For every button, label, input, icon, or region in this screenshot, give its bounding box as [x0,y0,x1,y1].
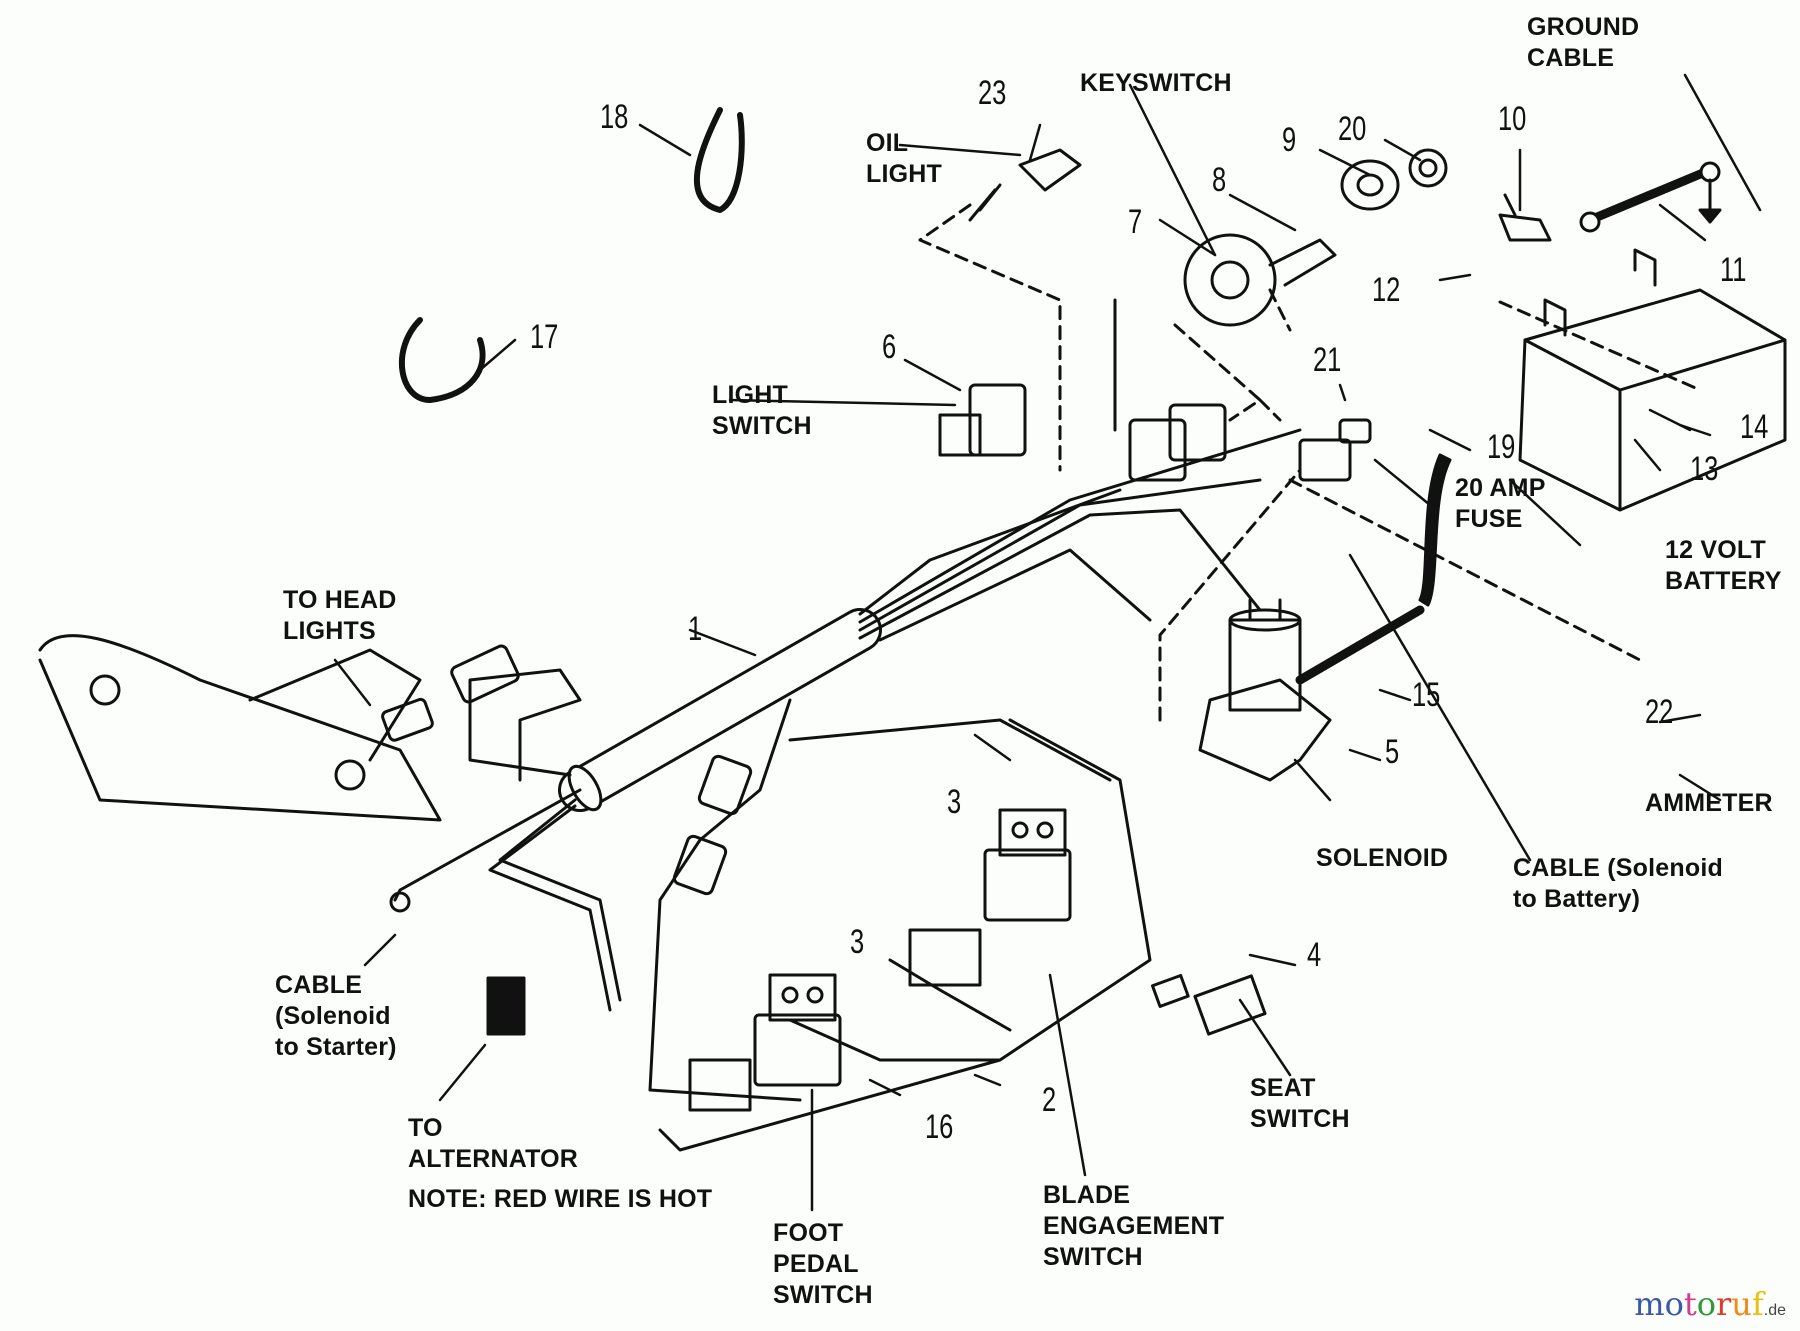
label-note-red-wire: NOTE: RED WIRE IS HOT [408,1185,713,1213]
label-solenoid: SOLENOID [1316,844,1449,872]
callout-21: 21 [1313,341,1342,379]
main-harness [38,428,1302,1152]
callout-19: 19 [1487,428,1516,466]
watermark-letter: m [1634,1285,1665,1323]
callout-3-blade: 3 [947,783,962,821]
label-12-volt-battery: 12 VOLT BATTERY [1665,536,1782,595]
callout-10: 10 [1498,100,1527,138]
switch-parts [688,808,1267,1112]
callout-14: 14 [1740,408,1769,446]
callout-2: 2 [1042,1081,1057,1119]
callout-6: 6 [882,328,897,366]
label-ammeter: AMMETER [1645,789,1773,817]
watermark-letter: r [1716,1285,1732,1323]
label-foot-pedal-switch: FOOT PEDAL SWITCH [773,1219,873,1309]
callout-9: 9 [1282,121,1297,159]
label-light-switch: LIGHT SWITCH [712,381,812,440]
callout-17: 17 [530,318,559,356]
watermark-letter: u [1731,1285,1752,1323]
label-blade-engagement-switch: BLADE ENGAGEMENT SWITCH [1043,1181,1225,1271]
callout-1: 1 [688,610,703,648]
callout-4: 4 [1307,936,1322,974]
callout-16: 16 [925,1108,954,1146]
watermark-letter: o [1696,1285,1716,1323]
callout-18: 18 [600,98,629,136]
callout-5: 5 [1385,733,1400,771]
callout-11: 11 [1720,251,1747,289]
label-cable-solenoid-to-battery: CABLE (Solenoid to Battery) [1513,854,1723,913]
label-oil-light: OIL LIGHT [866,129,942,188]
label-to-head-lights: TO HEAD LIGHTS [283,586,397,645]
watermark-text: motoruf [1634,1285,1763,1323]
watermark-letter: f [1751,1285,1764,1323]
callout-15: 15 [1412,676,1441,714]
label-to-alternator: TO ALTERNATOR [408,1114,579,1173]
callout-12: 12 [1372,271,1401,309]
misc-parts [398,107,1292,472]
callout-20: 20 [1338,110,1367,148]
watermark-logo: motoruf.de [1634,1285,1786,1323]
battery-part [1295,161,1787,685]
watermark-letter: t [1683,1285,1697,1323]
watermark-letter: o [1664,1285,1684,1323]
callout-7: 7 [1128,203,1143,241]
label-keyswitch: KEYSWITCH [1080,69,1232,97]
callout-8: 8 [1212,161,1227,199]
callout-23: 23 [978,74,1007,112]
solenoid-part [1158,468,1642,782]
callout-22: 22 [1645,693,1674,731]
label-ground-cable: GROUND CABLE [1527,13,1640,72]
callout-3-foot: 3 [850,923,865,961]
keyswitch-part [1128,148,1552,482]
callout-13: 13 [1690,450,1719,488]
watermark-suffix: .de [1763,1302,1786,1319]
label-cable-solenoid-to-starter: CABLE (Solenoid to Starter) [275,971,397,1061]
label-seat-switch: SEAT SWITCH [1250,1074,1350,1133]
leader-lines [333,73,1762,1212]
label-20-amp-fuse: 20 AMP FUSE [1455,474,1546,533]
